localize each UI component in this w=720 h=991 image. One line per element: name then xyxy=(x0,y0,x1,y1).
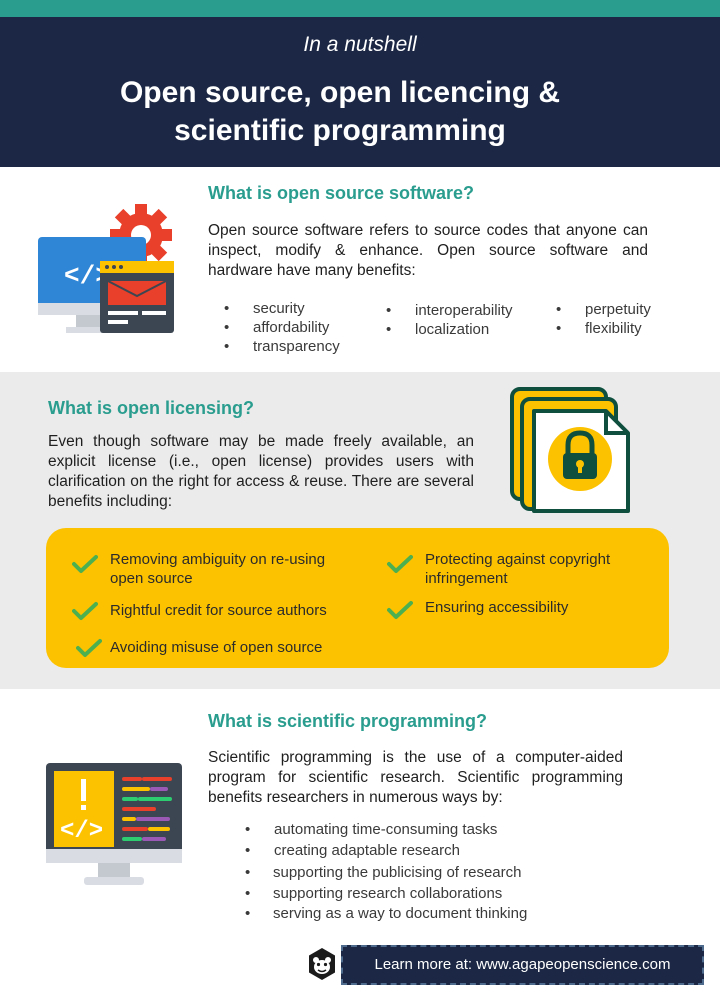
top-accent-strip xyxy=(0,0,720,17)
page-title: Open source, open licencing & scientific… xyxy=(119,76,561,147)
checkmark-icon xyxy=(387,555,413,573)
benefit-text: Avoiding misuse of open source xyxy=(110,639,323,656)
checkmark-icon xyxy=(72,555,98,573)
benefit-item: Avoiding misuse of open source xyxy=(72,636,372,660)
list-item: •perpetuity xyxy=(556,301,651,318)
section3-paragraph: Scientific programming is the use of a c… xyxy=(208,749,623,806)
list-item: •supporting research collaborations xyxy=(245,885,503,902)
list-item: •localization xyxy=(386,321,490,338)
section3-heading: What is scientific programming? xyxy=(208,711,488,731)
section2-heading: What is open licensing? xyxy=(48,398,255,418)
checkmark-icon xyxy=(72,602,98,620)
list-item: •affordability xyxy=(224,319,330,336)
code-window-gear-icon: </> xyxy=(38,204,174,333)
benefit-text: infringement xyxy=(425,570,508,587)
benefit-text: open source xyxy=(110,570,193,587)
locked-document-icon xyxy=(510,387,630,513)
header-banner xyxy=(0,17,720,167)
list-item: •flexibility xyxy=(556,320,642,337)
list-item: •supporting the publicising of research xyxy=(245,864,522,881)
benefit-text: Protecting against copyright xyxy=(425,551,611,568)
benefit-item: Rightful credit for source authors xyxy=(72,599,372,623)
code-monitor-icon: </> xyxy=(46,763,182,885)
learn-more-link[interactable]: Learn more at: www.agapeopenscience.com xyxy=(341,945,704,985)
benefit-item: Protecting against copyright infringemen… xyxy=(387,548,667,590)
list-item: •transparency xyxy=(224,338,340,355)
section1-paragraph: Open source software refers to source co… xyxy=(208,222,648,279)
list-item: •security xyxy=(224,300,305,317)
benefit-item: Removing ambiguity on re-using open sour… xyxy=(72,548,372,590)
header-subtitle: In a nutshell xyxy=(303,33,417,56)
list-item: •creating adaptable research xyxy=(245,842,460,859)
benefit-text: Rightful credit for source authors xyxy=(110,602,327,619)
list-item: •automating time-consuming tasks xyxy=(245,821,498,838)
benefits-panel xyxy=(46,528,669,668)
checkmark-icon xyxy=(387,601,413,619)
benefit-text: Ensuring accessibility xyxy=(425,599,569,616)
benefit-text: Removing ambiguity on re-using xyxy=(110,551,326,568)
monkey-logo-icon xyxy=(309,948,335,980)
section2-paragraph: Even though software may be made freely … xyxy=(48,433,474,510)
checkmark-icon xyxy=(76,639,102,657)
list-item: •serving as a way to document thinking xyxy=(245,905,528,922)
list-item: •interoperability xyxy=(386,302,513,319)
svg-text:</>: </> xyxy=(60,818,103,845)
benefit-item: Ensuring accessibility xyxy=(387,596,667,620)
section-open-source: </> What is open source software? Open s… xyxy=(0,167,720,372)
section1-heading: What is open source software? xyxy=(208,183,475,203)
